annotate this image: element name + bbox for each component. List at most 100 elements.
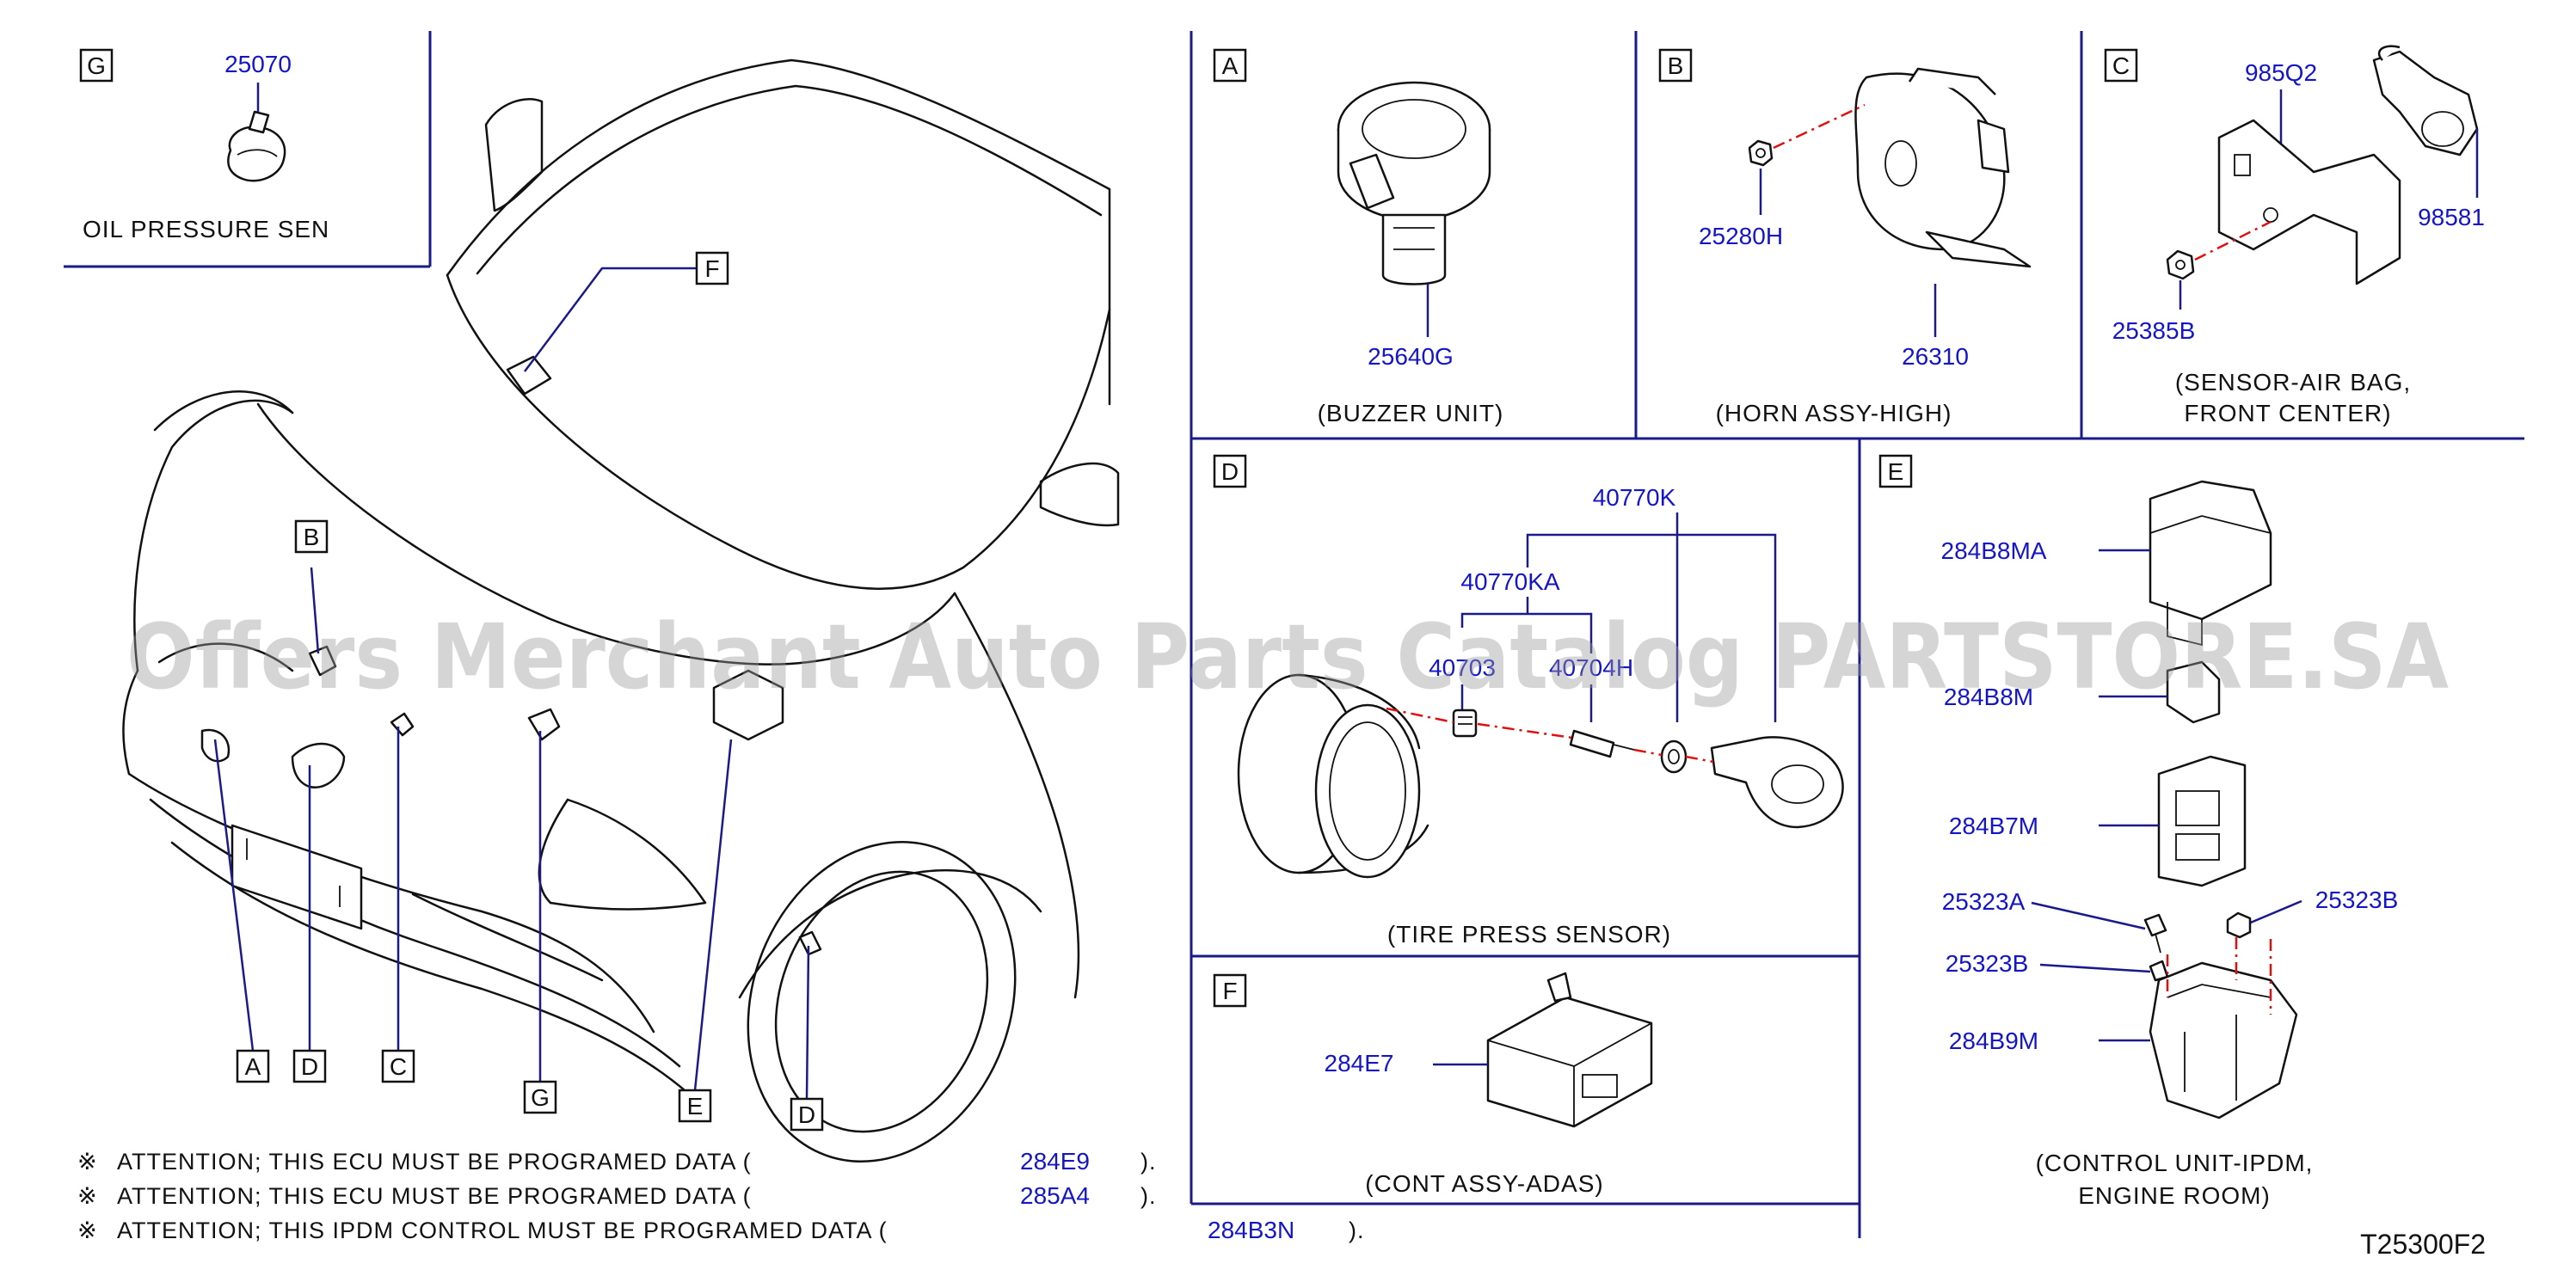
valve-cap-drawing xyxy=(1452,709,1478,738)
ipdm-housing-drawing xyxy=(2149,961,2298,1120)
part-number-40703[interactable]: 40703 xyxy=(1429,654,1496,681)
panel-b-key: B xyxy=(1658,48,1693,83)
part-number-985Q2[interactable]: 985Q2 xyxy=(2245,59,2317,86)
panel-e: E 284B8MA 284B8M 284B7M 25323A 25323B 25… xyxy=(1878,454,2399,1209)
panel-e-key: E xyxy=(1878,454,1913,488)
part-number-40770KA[interactable]: 40770KA xyxy=(1460,568,1560,595)
attention-text: ATTENTION; THIS ECU MUST BE PROGRAMED DA… xyxy=(117,1183,752,1209)
airbag-sensor-drawing xyxy=(2372,45,2479,156)
svg-text:G: G xyxy=(531,1084,550,1111)
svg-text:D: D xyxy=(301,1053,318,1080)
buzzer-unit-drawing xyxy=(1337,81,1491,285)
svg-text:F: F xyxy=(704,255,719,282)
attention-mark: ※ xyxy=(77,1183,98,1209)
car-callout-F[interactable]: F xyxy=(695,251,729,285)
panel-g: G 25070 OIL PRESSURE SEN xyxy=(79,48,329,242)
nut-25280H-drawing xyxy=(1748,139,1774,167)
grommet-drawing xyxy=(1660,739,1688,774)
panel-c: C 985Q2 98581 25385B (SENSOR-AIR BAG, FR… xyxy=(2104,45,2485,426)
valve-core-drawing xyxy=(1569,729,1635,758)
part-number-25640G[interactable]: 25640G xyxy=(1368,343,1454,370)
part-number-284B8MA[interactable]: 284B8MA xyxy=(1941,537,2047,564)
part-number-284B8M[interactable]: 284B8M xyxy=(1944,684,2033,710)
caption-buzzer-unit: (BUZZER UNIT) xyxy=(1318,400,1504,426)
oil-pressure-sensor-drawing xyxy=(227,110,286,182)
car-callout-D-wheel[interactable]: D xyxy=(790,1097,824,1132)
attention-part-number-285A4[interactable]: 285A4 xyxy=(1020,1182,1090,1209)
car-callout-leaders xyxy=(213,267,810,1100)
car-callout-C[interactable]: C xyxy=(381,1049,415,1083)
attention-close: ). xyxy=(1140,1183,1157,1209)
nut-25385B-drawing xyxy=(2166,249,2195,280)
bolt-25323A-drawing xyxy=(2143,913,2167,954)
svg-text:A: A xyxy=(245,1053,261,1080)
part-number-25280H[interactable]: 25280H xyxy=(1699,223,1783,249)
panel-f-key: F xyxy=(1213,973,1247,1008)
svg-text:B: B xyxy=(1668,52,1684,79)
svg-text:C: C xyxy=(2112,52,2130,79)
panel-c-key: C xyxy=(2104,48,2138,83)
part-number-25323B-left[interactable]: 25323B xyxy=(1946,950,2029,977)
watermark-text: Offers Merchant Auto Parts Catalog PARTS… xyxy=(126,604,2449,709)
vehicle-front-outline xyxy=(122,58,1120,1163)
attention-close: ). xyxy=(1140,1149,1157,1175)
caption-tire-press-sensor: (TIRE PRESS SENSOR) xyxy=(1387,921,1671,948)
svg-text:C: C xyxy=(390,1053,407,1080)
tire-pressure-sensor-drawing xyxy=(1710,736,1844,829)
part-number-25070[interactable]: 25070 xyxy=(224,51,292,77)
part-number-284E7[interactable]: 284E7 xyxy=(1325,1050,1394,1077)
diagram-code: T25300F2 xyxy=(2360,1229,2486,1260)
attention-mark: ※ xyxy=(77,1218,98,1243)
caption-cont-assy-adas: (CONT ASSY-ADAS) xyxy=(1365,1170,1603,1197)
car-callout-B[interactable]: B xyxy=(294,519,329,554)
panel-frames xyxy=(64,31,2524,1238)
attention-line-1: ※ ATTENTION; THIS ECU MUST BE PROGRAMED … xyxy=(77,1148,1157,1175)
caption-control-unit-ipdm-line-2: ENGINE ROOM) xyxy=(2078,1182,2271,1209)
part-number-284B9M[interactable]: 284B9M xyxy=(1949,1028,2038,1054)
caption-sensor-air-bag-line-2: FRONT CENTER) xyxy=(2184,400,2391,426)
svg-text:F: F xyxy=(1222,978,1237,1004)
panel-d-key: D xyxy=(1213,454,1247,488)
panel-g-key: G xyxy=(79,48,114,83)
caption-oil-pressure-sen: OIL PRESSURE SEN xyxy=(83,216,329,242)
panel-d: D 40770K 40770KA 40703 40704H xyxy=(1213,454,1844,948)
part-number-284B7M[interactable]: 284B7M xyxy=(1949,813,2038,839)
part-number-26310[interactable]: 26310 xyxy=(1902,343,1969,370)
part-number-40704H[interactable]: 40704H xyxy=(1549,654,1633,681)
panel-f: F 284E7 (CONT ASSY-ADAS) xyxy=(1213,972,1653,1197)
attention-text: ATTENTION; THIS IPDM CONTROL MUST BE PRO… xyxy=(117,1218,888,1243)
attention-close: ). xyxy=(1349,1218,1365,1243)
ipdm-board-drawing xyxy=(2157,755,2247,887)
nut-25323B-right-drawing xyxy=(2226,911,2252,939)
attention-part-number-284E9[interactable]: 284E9 xyxy=(1020,1148,1090,1175)
part-number-40770K[interactable]: 40770K xyxy=(1593,484,1676,511)
panel-b: B 25280H 26310 (HORN ASSY-HIGH) xyxy=(1658,48,2032,426)
panel-a-key: A xyxy=(1213,48,1247,83)
ipdm-bracket-drawing xyxy=(2166,660,2221,724)
svg-text:A: A xyxy=(1222,52,1239,79)
part-number-98581[interactable]: 98581 xyxy=(2418,204,2485,230)
ipdm-cover-drawing xyxy=(2149,480,2272,647)
svg-text:E: E xyxy=(1888,458,1904,485)
part-number-25323A[interactable]: 25323A xyxy=(1942,888,2026,915)
car-callout-G[interactable]: G xyxy=(523,1080,557,1114)
part-number-25323B-right[interactable]: 25323B xyxy=(2315,886,2399,913)
panel-a: A 25640G (BUZZER UNIT) xyxy=(1213,48,1504,426)
svg-text:G: G xyxy=(87,52,106,79)
caption-sensor-air-bag-line-1: (SENSOR-AIR BAG, xyxy=(2175,369,2411,396)
car-callout-A[interactable]: A xyxy=(236,1049,270,1083)
airbag-bracket-drawing xyxy=(2217,119,2401,285)
svg-text:D: D xyxy=(798,1101,815,1128)
caption-control-unit-ipdm-line-1: (CONTROL UNIT-IPDM, xyxy=(2036,1150,2314,1176)
svg-text:B: B xyxy=(304,524,320,550)
car-callout-E[interactable]: E xyxy=(678,1089,712,1123)
attention-line-3: ※ ATTENTION; THIS IPDM CONTROL MUST BE P… xyxy=(77,1217,1365,1243)
adas-controller-drawing xyxy=(1486,972,1653,1128)
svg-text:D: D xyxy=(1221,458,1239,485)
attention-text: ATTENTION; THIS ECU MUST BE PROGRAMED DA… xyxy=(117,1149,752,1175)
car-callout-D[interactable]: D xyxy=(292,1049,327,1083)
attention-part-number-284B3N[interactable]: 284B3N xyxy=(1208,1217,1294,1243)
part-number-25385B[interactable]: 25385B xyxy=(2112,317,2196,344)
svg-text:E: E xyxy=(687,1093,704,1120)
